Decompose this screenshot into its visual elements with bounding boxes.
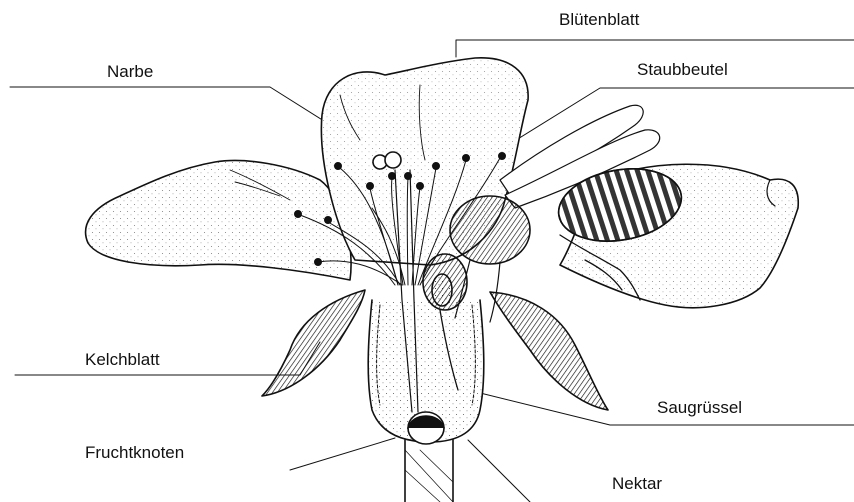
sepal-left — [262, 290, 365, 396]
label-bluetenblatt: Blütenblatt — [559, 10, 639, 30]
label-saugruessel: Saugrüssel — [657, 398, 742, 418]
label-kelchblatt: Kelchblatt — [85, 350, 160, 370]
petal-left — [86, 161, 352, 280]
stem — [405, 440, 453, 502]
ovary — [408, 412, 444, 444]
label-narbe: Narbe — [107, 62, 153, 82]
label-nektar: Nektar — [612, 474, 662, 494]
label-fruchtknoten: Fruchtknoten — [85, 443, 184, 463]
label-staubbeutel: Staubbeutel — [637, 60, 728, 80]
sepal-right — [490, 292, 608, 410]
